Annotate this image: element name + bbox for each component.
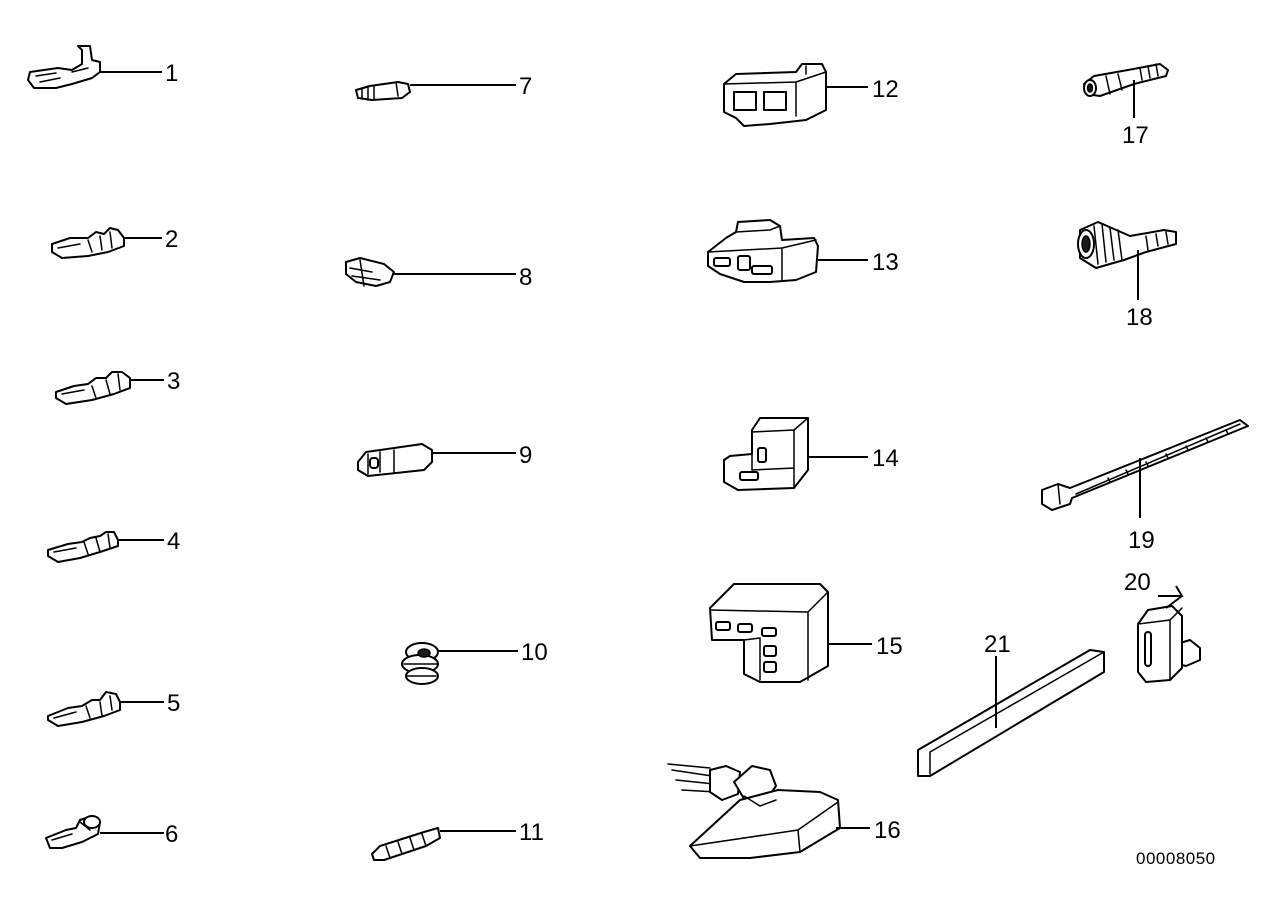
part-20-cable-clip: 20 <box>1124 569 1201 683</box>
callout-20: 20 <box>1124 569 1151 596</box>
part-7-round-pin: 7 <box>355 73 532 101</box>
part-18-ribbed-socket: 18 <box>1077 221 1177 331</box>
callout-9: 9 <box>519 442 532 469</box>
part-8-split-sleeve: 8 <box>345 257 532 291</box>
callout-16: 16 <box>874 817 901 844</box>
callout-2: 2 <box>165 226 178 253</box>
diagram-id: 00008050 <box>1136 849 1216 868</box>
part-15-plug-housing: 15 <box>709 583 903 683</box>
part-19-cable-tie: 19 <box>1041 419 1249 554</box>
callout-5: 5 <box>167 690 180 717</box>
callout-3: 3 <box>167 368 180 395</box>
callout-14: 14 <box>872 445 899 472</box>
callout-12: 12 <box>872 76 899 103</box>
part-2-flat-terminal: 2 <box>51 226 178 259</box>
part-4-flat-terminal: 4 <box>47 528 180 563</box>
part-12-plug-housing: 12 <box>723 63 899 127</box>
callout-6: 6 <box>165 821 178 848</box>
part-9-sleeve-housing: 9 <box>357 442 532 477</box>
callout-21: 21 <box>984 631 1011 658</box>
callout-4: 4 <box>167 528 180 555</box>
callout-10: 10 <box>521 639 548 666</box>
part-5-flat-terminal: 5 <box>47 690 180 727</box>
part-21-adhesive-strip: 21 <box>917 631 1105 777</box>
part-1-flat-terminal: 1 <box>27 45 178 89</box>
callout-19: 19 <box>1128 527 1155 554</box>
part-6-flat-terminal: 6 <box>45 815 178 849</box>
callout-1: 1 <box>165 60 178 87</box>
part-13-plug-housing: 13 <box>707 219 899 283</box>
part-14-plug-housing: 14 <box>723 417 899 491</box>
part-11-flat-connector: 11 <box>371 819 544 861</box>
callout-17: 17 <box>1122 122 1149 149</box>
callout-18: 18 <box>1126 304 1153 331</box>
part-3-flat-terminal: 3 <box>55 368 180 405</box>
callout-7: 7 <box>519 73 532 100</box>
part-16-lamp-socket: 16 <box>667 763 901 859</box>
part-10-grommet: 10 <box>401 639 548 685</box>
callout-15: 15 <box>876 633 903 660</box>
callout-8: 8 <box>519 264 532 291</box>
callout-11: 11 <box>519 819 544 846</box>
callout-13: 13 <box>872 249 899 276</box>
part-17-pin-sleeve: 17 <box>1083 63 1169 149</box>
